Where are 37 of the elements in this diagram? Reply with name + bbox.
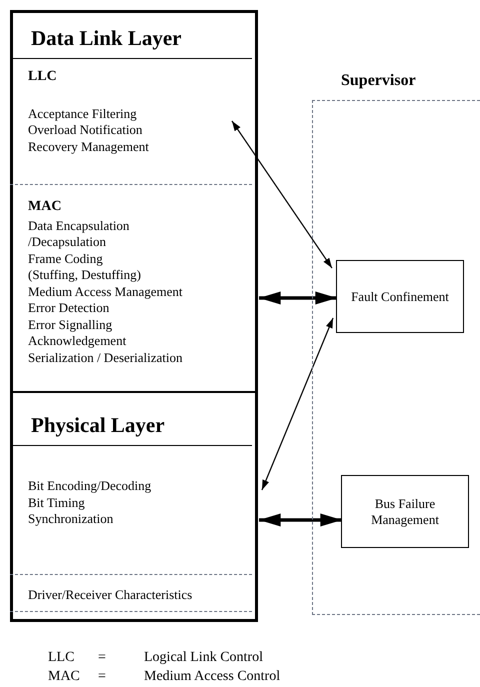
- box-label: Bus Failure Management: [370, 496, 440, 528]
- arrow: [231, 120, 332, 268]
- list-item: Serialization / Deserialization: [28, 350, 183, 366]
- list-item: Error Signalling: [28, 316, 114, 333]
- layer-heading: Data Link Layer: [31, 25, 182, 52]
- list-item: Acceptance Filtering: [28, 106, 138, 122]
- layer-block: [10, 10, 258, 393]
- layer-section: [10, 58, 252, 185]
- list-item: Bit Timing: [28, 494, 86, 511]
- layer-section: [10, 445, 252, 575]
- equals-sign: =: [98, 668, 107, 686]
- box-label: Fault Confinement: [351, 288, 449, 304]
- group-heading: Supervisor: [341, 71, 416, 91]
- list-item: Synchronization: [28, 511, 114, 528]
- abbreviation-meaning: Medium Access Control: [144, 668, 280, 686]
- list-item: Driver/Receiver Characteristics: [28, 587, 192, 604]
- arrow: [259, 513, 342, 526]
- section-heading: MAC: [28, 199, 62, 216]
- layer-block: [10, 392, 258, 622]
- section-heading: LLC: [28, 69, 58, 86]
- list-item: Acknowledgement: [28, 333, 128, 350]
- equals-sign: =: [98, 649, 107, 667]
- list-item: Bit Encoding/Decoding: [28, 478, 152, 494]
- list-item: Medium Access Management: [28, 284, 183, 300]
- function-box: [336, 260, 464, 333]
- list-item: Recovery Management: [28, 138, 149, 155]
- abbreviation-meaning: Logical Link Control: [144, 649, 264, 667]
- abbreviation: LLC: [48, 649, 76, 667]
- layer-heading: Physical Layer: [31, 412, 165, 439]
- list-item: Frame Coding (Stuffing, Destuffing): [28, 250, 142, 284]
- function-box: [341, 475, 469, 548]
- arrow: [259, 291, 337, 304]
- list-item: Error Detection: [28, 300, 110, 316]
- abbreviation: MAC: [48, 668, 81, 686]
- list-item: Overload Notification: [28, 122, 144, 138]
- arrow: [261, 318, 334, 490]
- list-item: Data Encapsulation /Decapsulation: [28, 218, 130, 250]
